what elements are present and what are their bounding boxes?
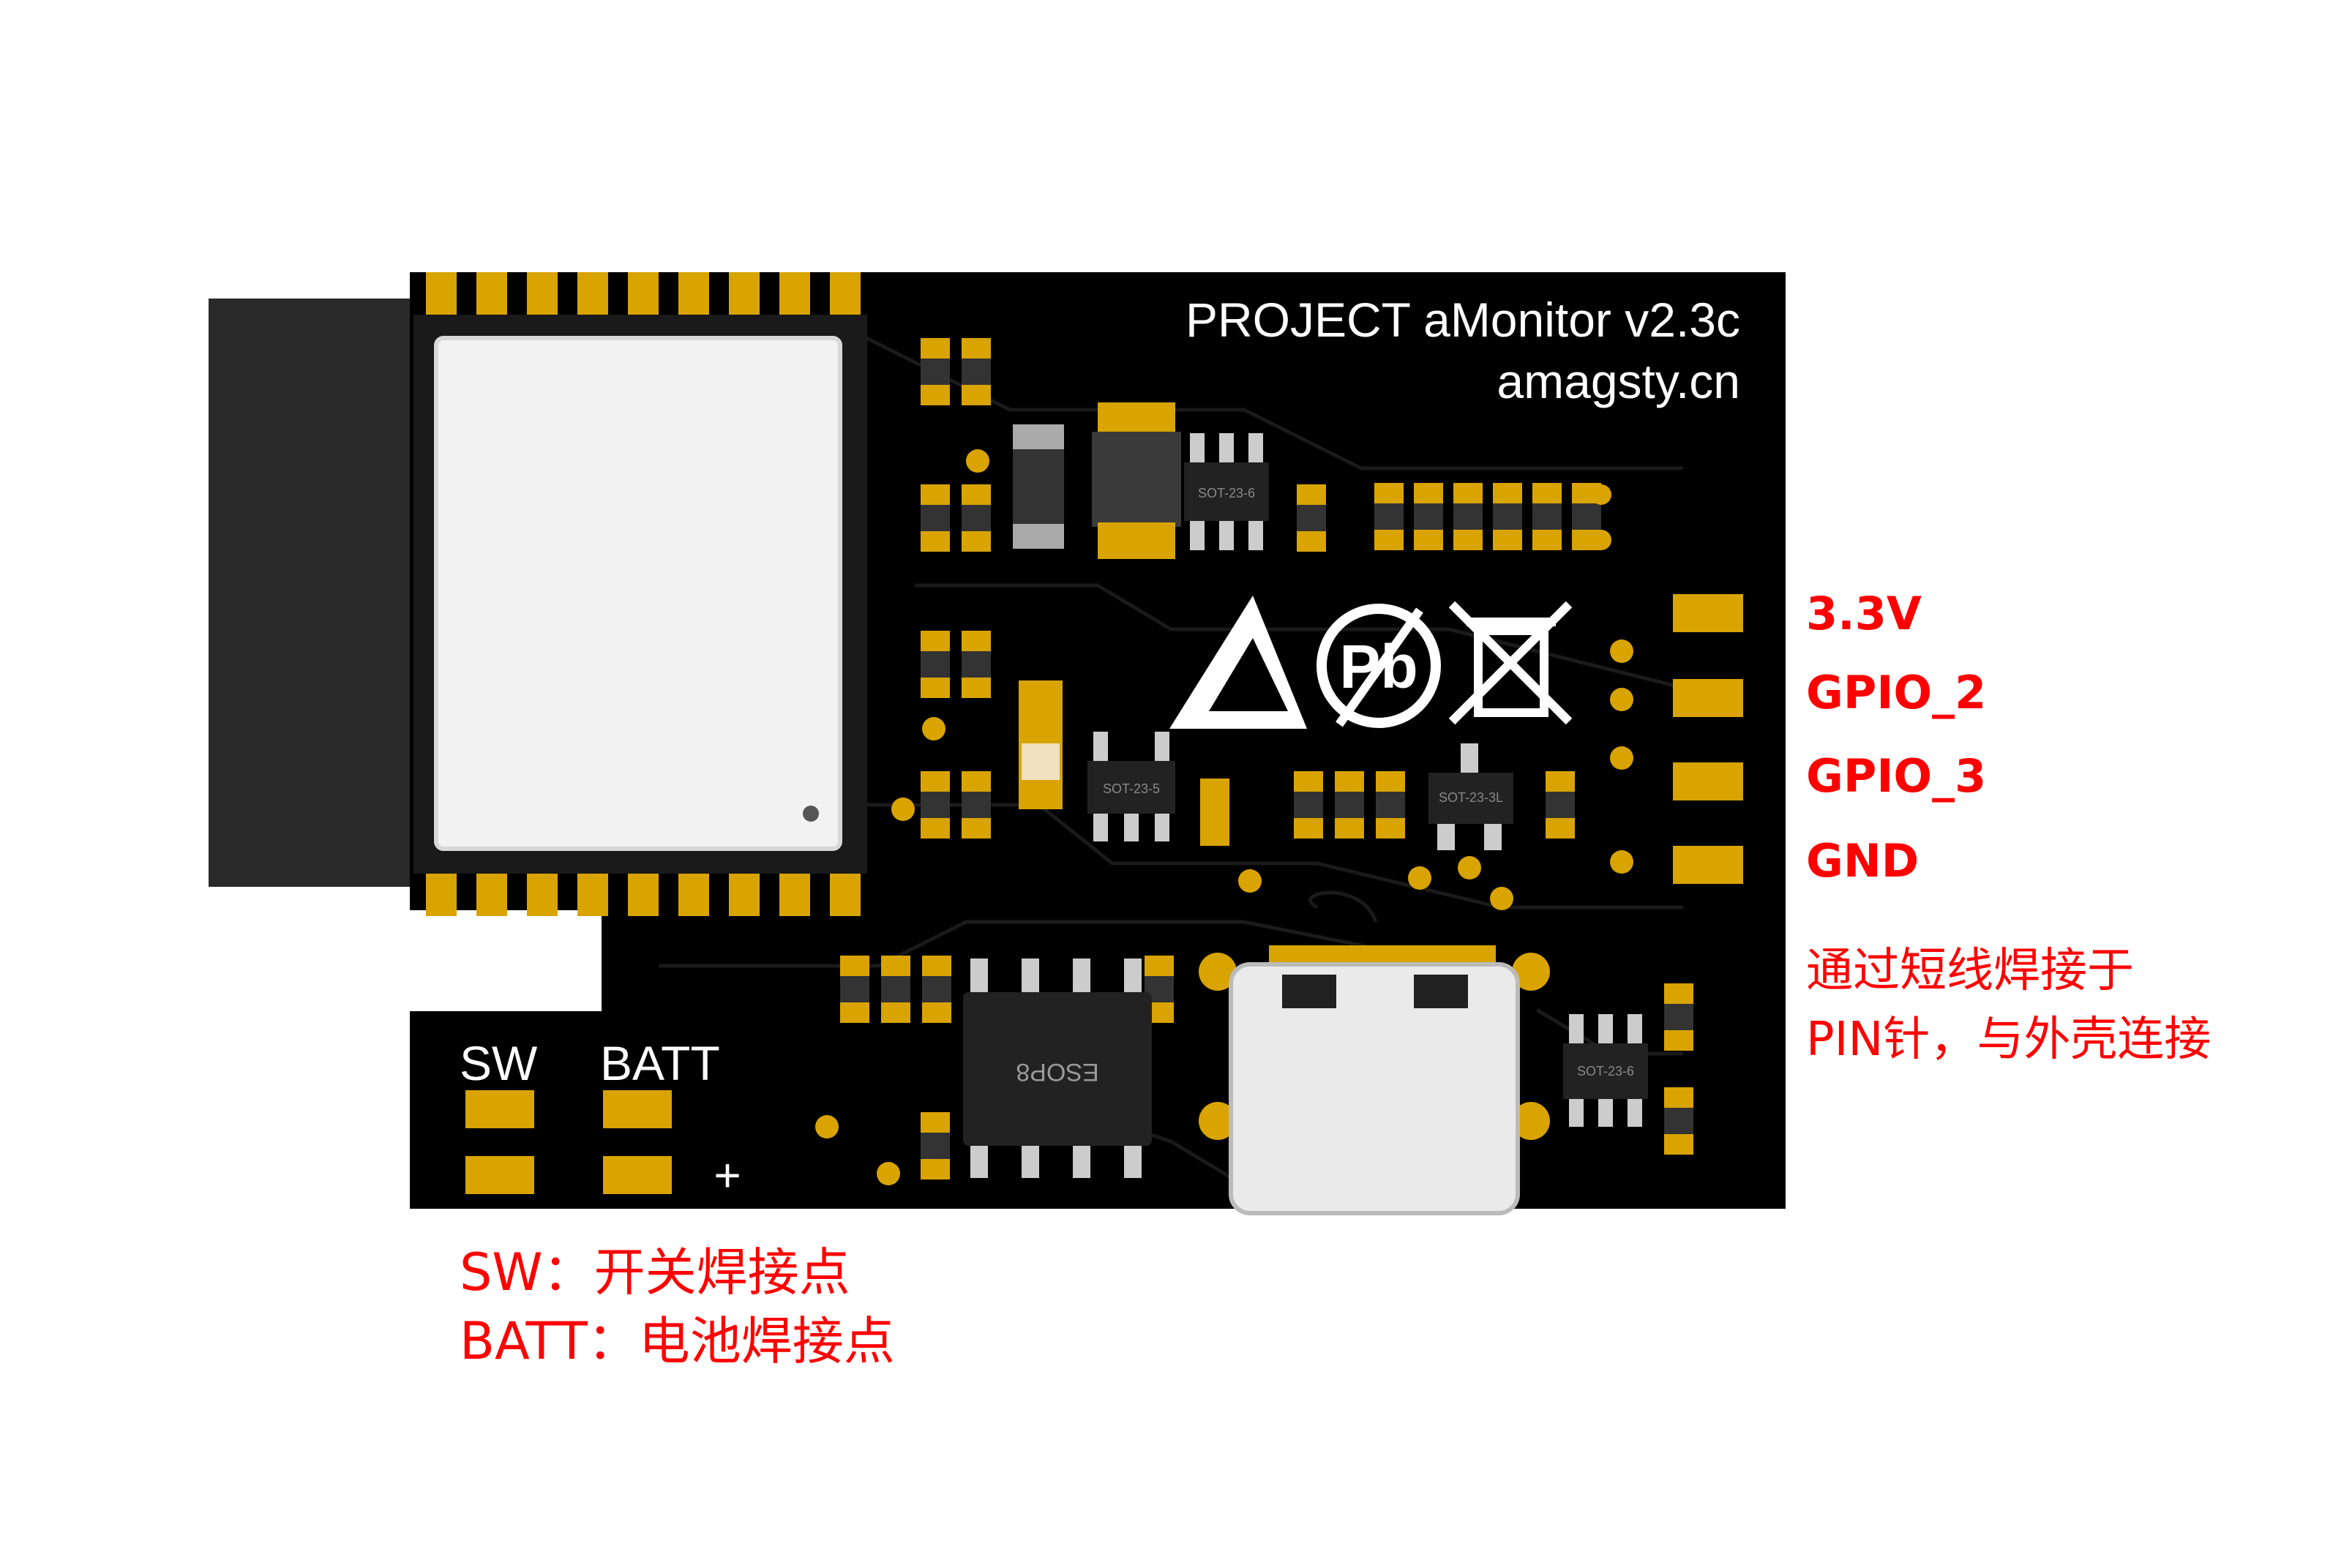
callout-gpio2: GPIO_2	[1806, 666, 1987, 719]
sot-23-3l: SOT-23-3L	[1428, 743, 1513, 850]
sot-label-1: SOT-23-6	[1198, 486, 1255, 500]
pin-note-line-1: 通过短线焊接于	[1806, 944, 2134, 998]
batt-pads	[603, 1090, 672, 1194]
sot-label-2: SOT-23-5	[1103, 781, 1160, 796]
esop8-label: ESOP8	[1016, 1058, 1098, 1086]
legend-batt: BATT：电池焊接点	[460, 1311, 895, 1371]
passive-components	[840, 338, 1693, 1179]
pin-note-line-2: PIN针，与外壳连接	[1806, 1013, 2211, 1067]
module-pin1-dot	[803, 806, 819, 822]
sot-label-4: SOT-23-6	[1577, 1064, 1634, 1079]
module-antenna	[209, 299, 428, 887]
board-title: PROJECT aMonitor v2.3c	[1186, 293, 1740, 347]
usb-c-connector	[1199, 945, 1550, 1215]
sot-label-3: SOT-23-3L	[1439, 790, 1503, 805]
inductor	[1092, 402, 1181, 559]
legend-sw: SW：开关焊接点	[460, 1242, 850, 1302]
sot-23-6-bottom: SOT-23-6	[1563, 1014, 1648, 1127]
sot-23-5: SOT-23-5	[1087, 732, 1175, 841]
diode	[1013, 424, 1064, 549]
module-bottom-pads	[426, 871, 861, 916]
batt-silk-label: BATT	[600, 1036, 720, 1090]
callout-gnd: GND	[1806, 834, 1920, 888]
callout-gpio3: GPIO_3	[1806, 749, 1987, 803]
pcb-traces	[659, 334, 1684, 1188]
sot-23-6-top: SOT-23-6	[1184, 433, 1269, 550]
module-top-pads	[426, 272, 861, 318]
sw-silk-label: SW	[460, 1036, 538, 1090]
esd-warning-icon	[1169, 596, 1307, 729]
esop8-chip: ESOP8	[963, 959, 1152, 1178]
batt-plus-label: +	[714, 1149, 741, 1201]
vias	[815, 449, 1633, 1185]
header-pins	[1673, 594, 1743, 884]
lead-free-icon: Pb	[1317, 604, 1441, 728]
sw-pads	[465, 1090, 534, 1194]
module-shield	[434, 336, 842, 851]
callout-3v3: 3.3V	[1806, 587, 1922, 640]
weee-bin-icon	[1448, 601, 1573, 725]
board-url: amagsty.cn	[1497, 354, 1740, 408]
crystal	[1019, 680, 1063, 809]
